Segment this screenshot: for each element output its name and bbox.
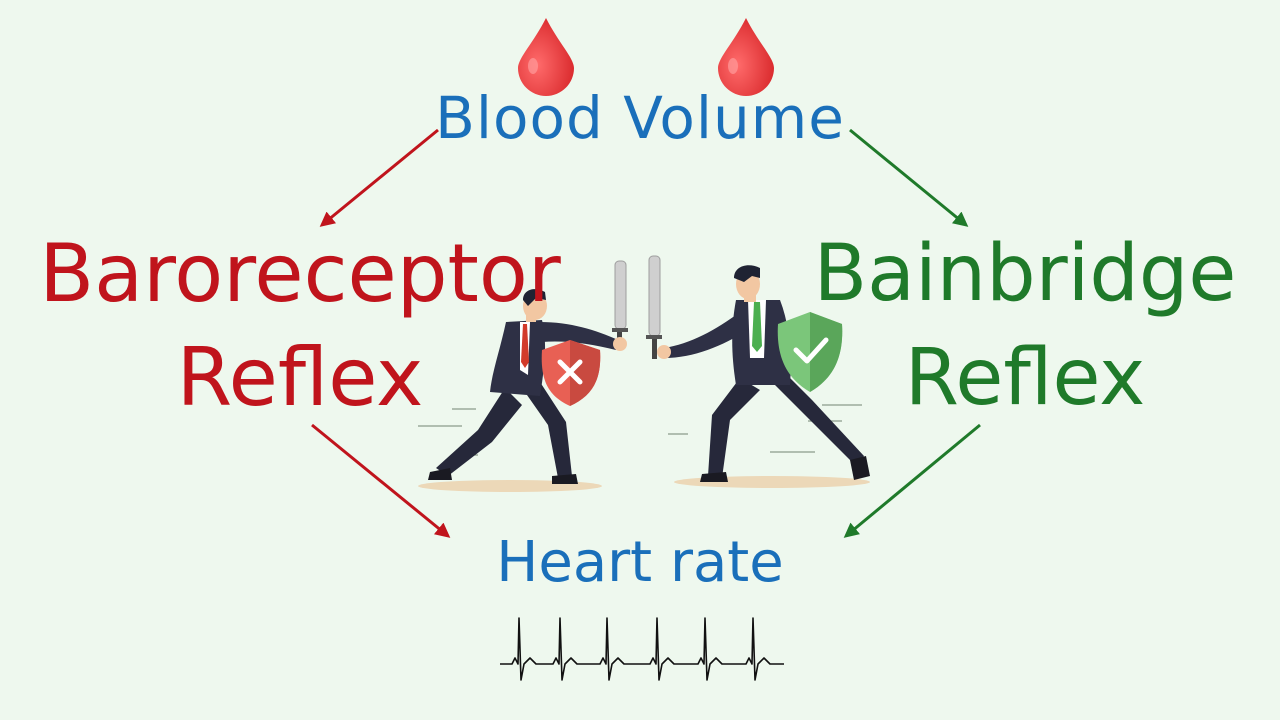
blood-volume-label: Blood Volume: [435, 84, 845, 152]
baroreceptor-line2: Reflex: [176, 331, 424, 424]
baroreceptor-reflex-label: Baroreceptor Reflex: [0, 222, 600, 430]
right-shield-check-icon: [777, 312, 843, 392]
blood-drop-icon: [718, 18, 774, 96]
ecg-icon: [500, 617, 784, 681]
arrow-volume-to-bainbridge: [849, 128, 969, 227]
bainbridge-reflex-label: Bainbridge Reflex: [800, 222, 1250, 430]
heart-rate-label: Heart rate: [496, 530, 784, 595]
x-mark-icon: [557, 359, 583, 385]
arrow-volume-to-baroreceptor: [319, 128, 439, 227]
right-fencer-figure: [646, 255, 870, 482]
blood-drop-icon: [518, 18, 574, 96]
check-mark-icon: [793, 337, 829, 364]
bainbridge-line1: Bainbridge: [813, 229, 1237, 319]
left-fencer-figure: [428, 260, 628, 484]
arrow-baroreceptor-to-heart-rate: [311, 423, 451, 538]
arrow-bainbridge-to-heart-rate: [843, 423, 981, 538]
bainbridge-line2: Reflex: [904, 333, 1146, 423]
left-shield-x-icon: [541, 340, 601, 406]
baroreceptor-line1: Baroreceptor: [39, 227, 561, 320]
